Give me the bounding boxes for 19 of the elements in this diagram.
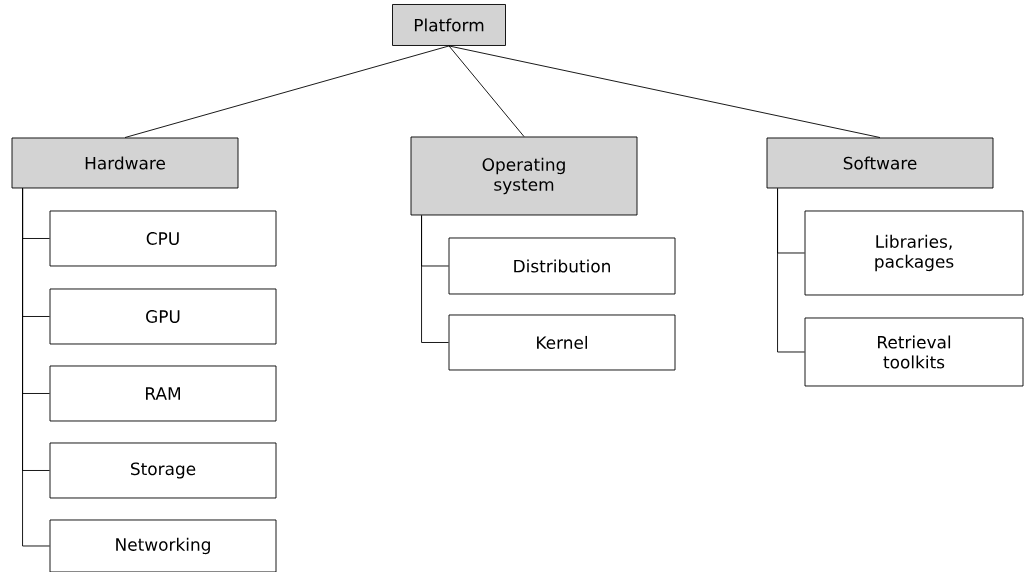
connector-line [777, 188, 805, 353]
connector-line [448, 45, 525, 137]
connector-line [421, 215, 449, 343]
category-box: Operating system [410, 136, 638, 216]
item-box: Storage [49, 442, 277, 499]
item-box: CPU [49, 210, 277, 267]
category-box: Hardware [11, 137, 239, 189]
item-box: Kernel [448, 314, 676, 371]
category-box: Software [766, 137, 994, 189]
connector-line [124, 45, 450, 138]
item-box: Libraries, packages [804, 210, 1024, 296]
item-box: GPU [49, 288, 277, 345]
item-box: RAM [49, 365, 277, 422]
item-box: Networking [49, 519, 277, 572]
item-box: Retrieval toolkits [804, 317, 1024, 387]
item-box: Distribution [448, 237, 676, 295]
category-box: Platform [392, 4, 506, 46]
connector-line [22, 188, 50, 547]
connector-line [448, 45, 881, 138]
